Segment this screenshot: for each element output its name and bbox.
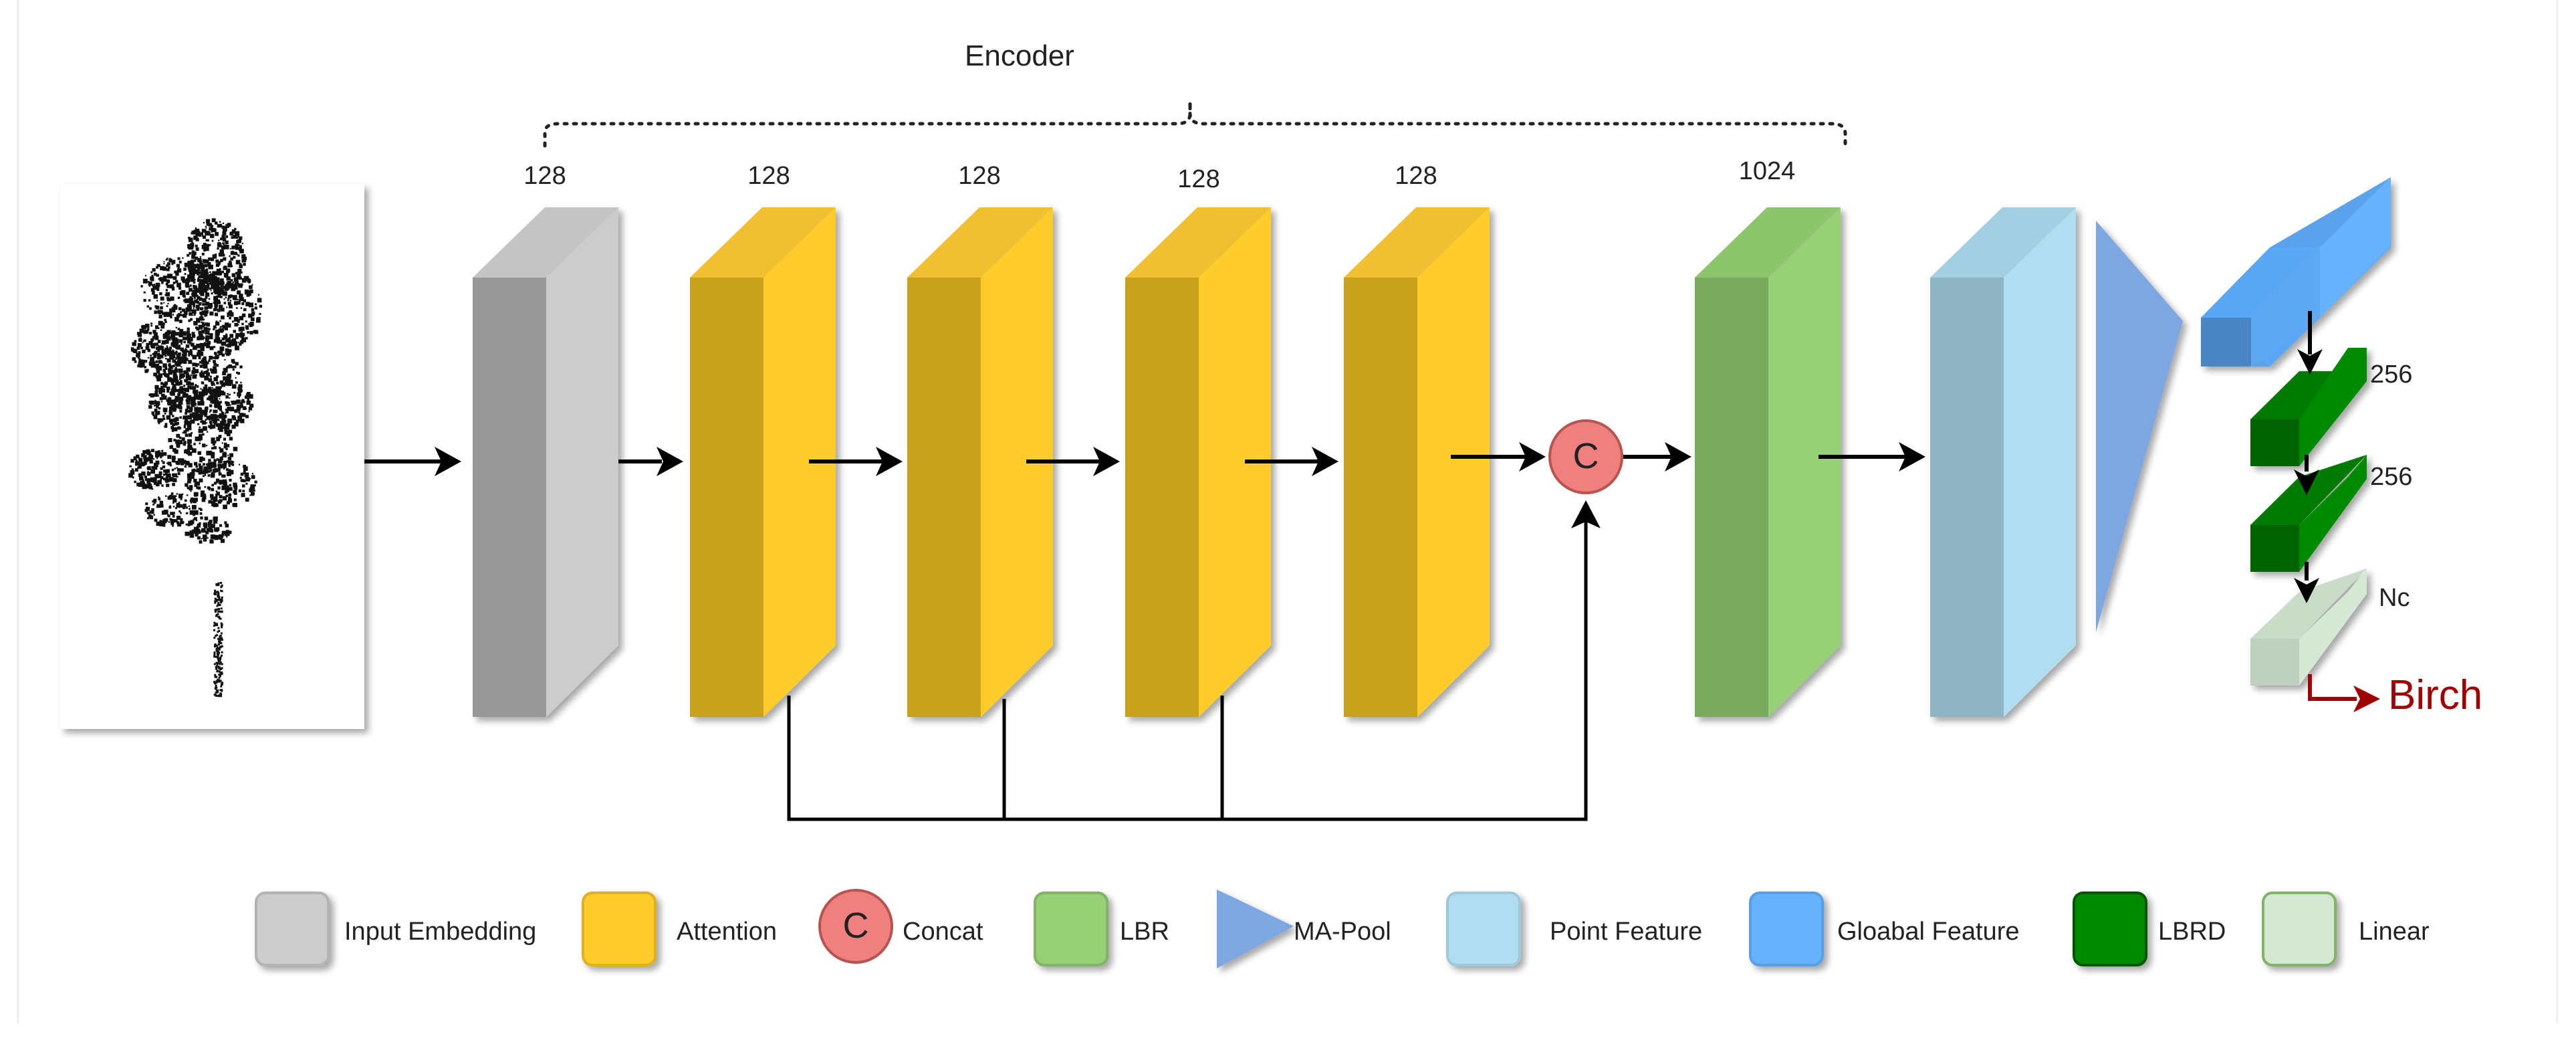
legend-label-global-feature: Gloabal Feature [1837, 918, 2020, 946]
tree-silhouette [128, 218, 263, 698]
encoder-brace [543, 102, 1847, 148]
legend-swatch-lbrd [2073, 892, 2147, 966]
ma-pool-shape [2096, 221, 2183, 632]
dim-label-lbrd-2: 256 [2370, 463, 2412, 491]
dim-label-attention-3: 128 [1177, 165, 1219, 193]
legend-label-attention: Attention [677, 918, 777, 946]
legend-label-lbr: LBR [1120, 918, 1169, 946]
global-feature-block [2201, 177, 2391, 367]
output-class-label: Birch [2388, 672, 2482, 718]
dim-label-attention-1: 128 [747, 162, 790, 190]
dim-label-linear: Nc [2379, 584, 2410, 612]
attention-block-1 [690, 207, 836, 717]
legend-swatch-lbr [1034, 892, 1108, 966]
legend-swatch-attention [582, 892, 657, 966]
dim-label-input-embedding: 128 [523, 162, 566, 190]
legend-swatch-point-feature [1446, 892, 1521, 966]
dim-label-attention-2: 128 [958, 162, 1000, 190]
attention-block-3 [1125, 207, 1271, 717]
point-feature-block [1930, 207, 2076, 717]
linear-block [2250, 568, 2367, 686]
legend-swatch-ma-pool [1217, 890, 1294, 968]
dim-label-lbr: 1024 [1739, 157, 1796, 185]
legend-swatch-global-feature [1749, 892, 1824, 966]
legend-swatch-concat [818, 889, 893, 964]
attention-block-4 [1344, 207, 1490, 717]
legend-label-point-feature: Point Feature [1550, 918, 1702, 946]
legend-label-input-embedding: Input Embedding [344, 918, 536, 946]
concat-symbol: C [1573, 436, 1599, 476]
legend-swatch-linear [2262, 892, 2337, 966]
legend-label-ma-pool: MA-Pool [1294, 918, 1391, 946]
legend: Input Embedding Attention C Concat LBR M… [255, 889, 2430, 968]
dim-label-lbrd-1: 256 [2370, 360, 2412, 389]
lbr-block [1695, 207, 1841, 717]
legend-concat-symbol: C [843, 906, 869, 946]
legend-swatch-input-embedding [255, 892, 330, 966]
skip-connections [787, 518, 1588, 821]
input-embedding-block [473, 207, 618, 717]
legend-label-linear: Linear [2359, 918, 2430, 946]
skip-arrow-head [1571, 500, 1601, 528]
forward-arrows [364, 311, 2323, 603]
legend-label-concat: Concat [903, 918, 983, 946]
attention-block-2 [907, 207, 1053, 717]
legend-label-lbrd: LBRD [2158, 918, 2226, 946]
dim-label-attention-4: 128 [1395, 162, 1437, 190]
lbrd-block-1 [2250, 348, 2367, 466]
encoder-label: Encoder [965, 39, 1074, 72]
output-arrow [2308, 674, 2380, 712]
lbrd-block-2 [2250, 455, 2367, 572]
concat-node: C [1548, 419, 1623, 494]
input-point-cloud [60, 184, 364, 729]
